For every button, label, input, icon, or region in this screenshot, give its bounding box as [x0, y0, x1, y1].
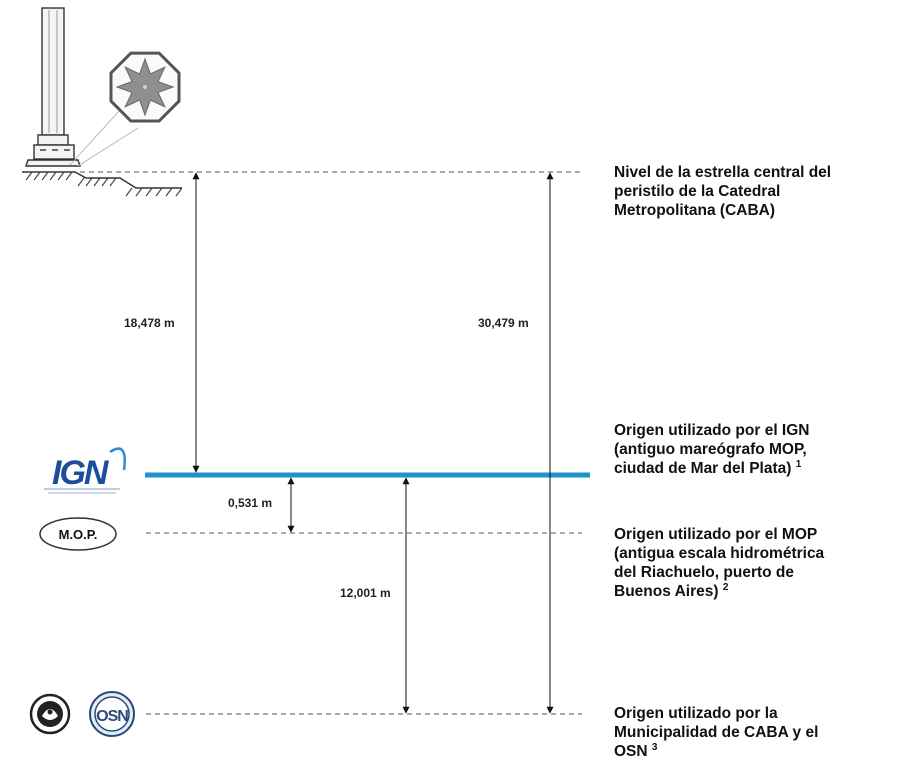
- ign-logo-text: IGN: [52, 454, 110, 492]
- osn-logo-text: OSN: [96, 708, 128, 725]
- ign-level-label: Origen utilizado por el IGN (antiguo mar…: [614, 421, 809, 478]
- label-line: Municipalidad de CABA y el: [614, 724, 819, 741]
- footnote-marker: 2: [722, 582, 729, 593]
- ign-logo: IGN: [44, 447, 126, 494]
- footnote-marker: 3: [651, 742, 658, 753]
- label-line: peristilo de la Catedral: [614, 183, 781, 200]
- catedral-level-label: Nivel de la estrella central del peristi…: [614, 163, 831, 220]
- label-line: Origen utilizado por el MOP: [614, 526, 818, 543]
- label-line: Origen utilizado por el IGN: [614, 422, 810, 439]
- measure-ign-to-mop: 0,531 m: [228, 496, 273, 510]
- measure-ign-to-caba: 12,001 m: [340, 586, 391, 600]
- label-line: ciudad de Mar del Plata): [614, 460, 792, 477]
- label-line: del Riachuelo, puerto de: [614, 564, 794, 581]
- column-monument-icon: [22, 7, 183, 197]
- label-line-with-note: Buenos Aires) 2: [614, 582, 824, 601]
- caba-seal-icon: [29, 693, 71, 735]
- eight-point-star-icon: [109, 51, 181, 123]
- measure-catedral-to-caba: 30,479 m: [478, 316, 529, 330]
- mop-logo-text: M.O.P.: [59, 527, 98, 542]
- label-line-with-note: OSN 3: [614, 742, 818, 761]
- label-line: (antigua escala hidrométrica: [614, 545, 825, 562]
- footnote-marker: 1: [795, 459, 802, 470]
- label-line: (antiguo mareógrafo MOP,: [614, 441, 807, 458]
- osn-logo: OSN: [89, 691, 135, 737]
- label-line: Origen utilizado por la: [614, 705, 778, 722]
- caba-level-label: Origen utilizado por la Municipalidad de…: [614, 704, 818, 761]
- mop-logo: M.O.P.: [39, 517, 117, 551]
- label-line: OSN: [614, 743, 648, 760]
- label-line: Buenos Aires): [614, 583, 719, 600]
- mop-level-label: Origen utilizado por el MOP (antigua esc…: [614, 525, 824, 601]
- label-line-with-note: ciudad de Mar del Plata) 1: [614, 459, 809, 478]
- label-line: Nivel de la estrella central del: [614, 164, 832, 181]
- label-line: Metropolitana (CABA): [614, 202, 776, 219]
- measure-catedral-to-ign: 18,478 m: [124, 316, 175, 330]
